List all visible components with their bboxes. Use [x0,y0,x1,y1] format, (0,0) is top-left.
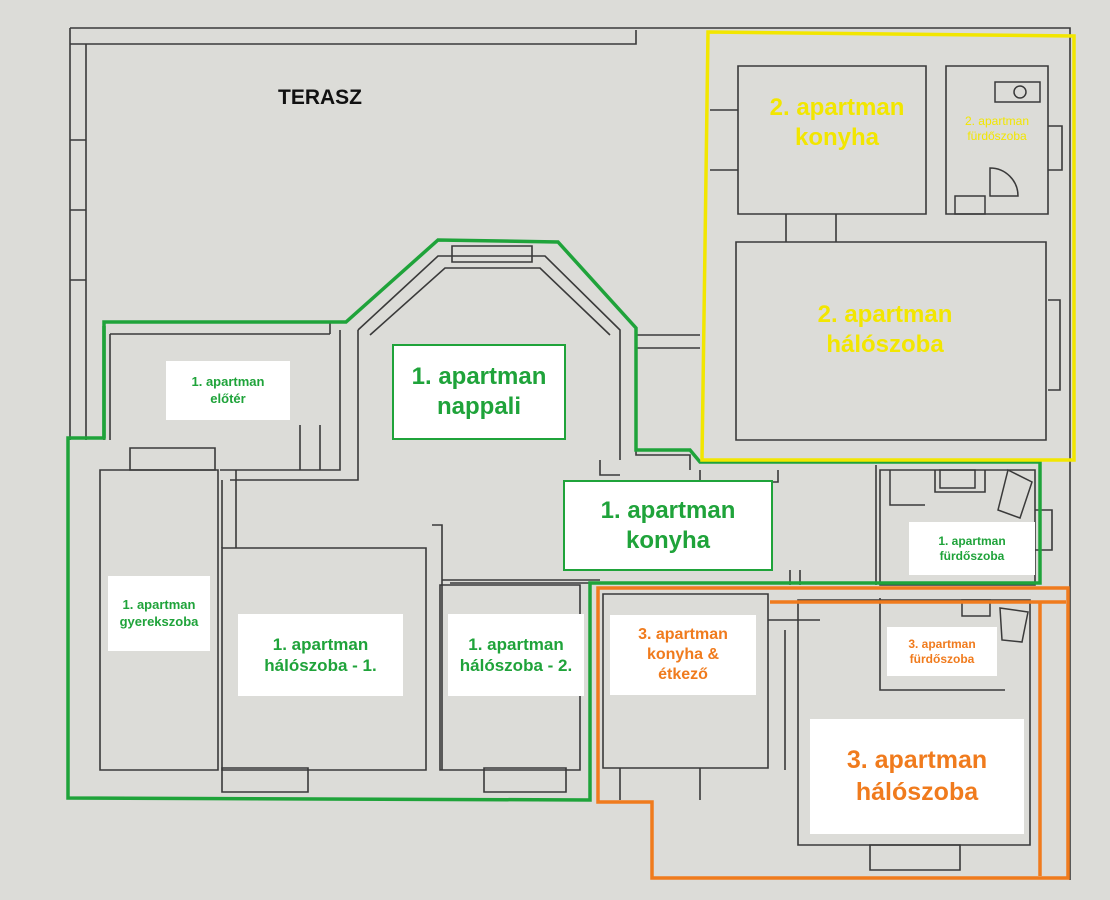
apartment-1-boundary [66,238,1042,802]
apartment-2-boundary [700,30,1076,462]
terrace-label: TERASZ [278,86,362,109]
wall-lines [69,27,1071,880]
apartment-3-boundary [596,586,1070,880]
fixtures [889,81,1041,643]
